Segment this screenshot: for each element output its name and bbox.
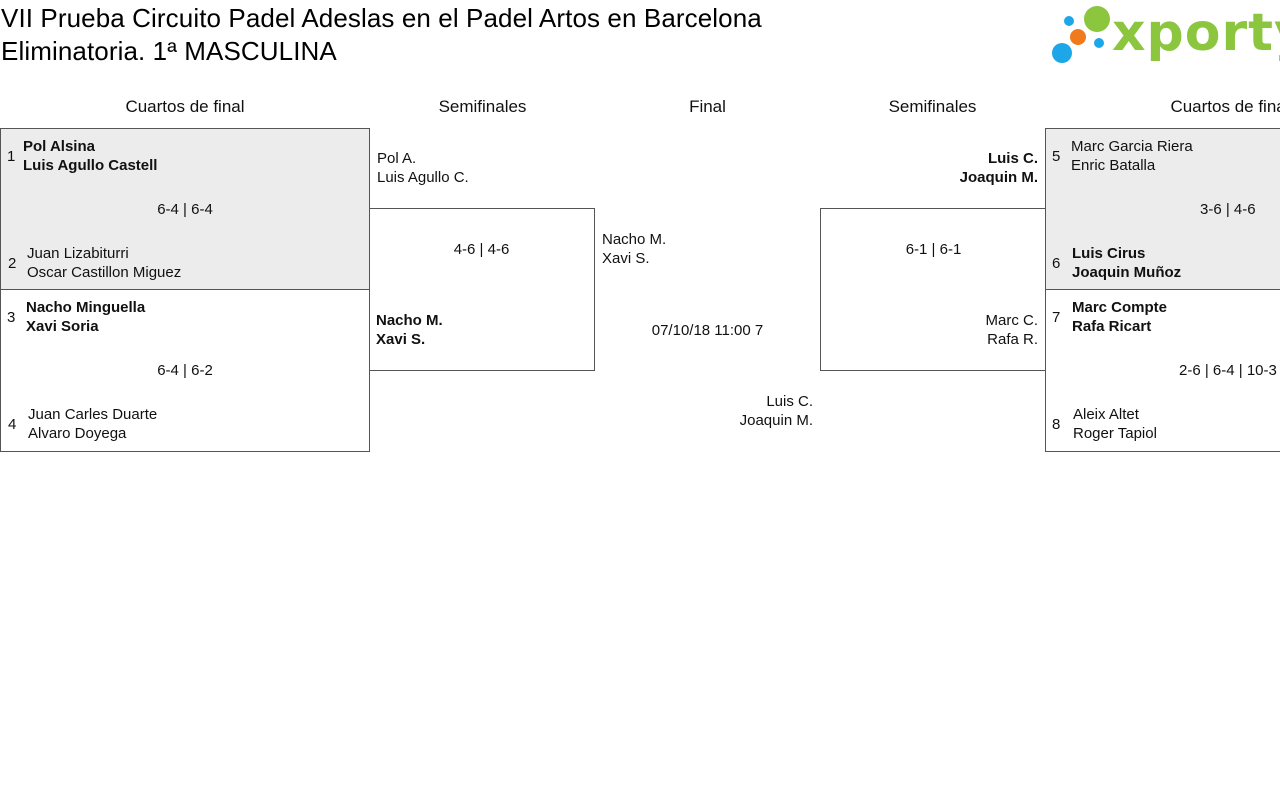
player-name: Alvaro Doyega — [28, 425, 127, 442]
player-name: Nacho M. — [602, 231, 667, 248]
player-name: Luis C. — [766, 393, 813, 410]
heading-right-semis: Semifinales — [888, 97, 977, 116]
team-loser: Marc Garcia Riera Enric Batalla — [1071, 137, 1193, 175]
player-name: Aleix Altet — [1073, 406, 1139, 423]
player-name: Juan Lizabiturri — [27, 245, 129, 262]
player-name: Luis Cirus — [1072, 245, 1146, 262]
match-score: 3-6 | 4-6 — [1200, 201, 1256, 218]
player-name: Pol A. — [377, 150, 417, 167]
seed-number: 7 — [1052, 309, 1061, 326]
player-name: Marc C. — [985, 312, 1039, 329]
seed-number: 1 — [7, 148, 16, 165]
final-right-team: Luis C. Joaquin M. — [620, 392, 813, 430]
heading-left-semis: Semifinales — [438, 97, 527, 116]
logo-wordmark: xporty — [1112, 3, 1280, 63]
right-semi-match[interactable]: 6-1 | 6-1 Marc C. Rafa R. — [820, 208, 1046, 371]
logo-dot-orange — [1070, 29, 1086, 45]
match-score: 6-4 | 6-2 — [157, 362, 213, 379]
team-loser: Juan Carles Duarte Alvaro Doyega — [28, 405, 157, 443]
player-name: Luis C. — [987, 150, 1038, 167]
page-subtitle: Eliminatoria. 1ª MASCULINA — [1, 36, 337, 66]
seed-number: 3 — [7, 309, 16, 326]
seed-number: 8 — [1052, 416, 1061, 433]
left-quarter-match-2[interactable]: 3 Nacho Minguella Xavi Soria 6-4 | 6-2 4… — [0, 289, 370, 452]
final-left-team: Nacho M. Xavi S. — [602, 230, 666, 268]
player-name: Luis Agullo Castell — [23, 157, 158, 174]
seed-number: 5 — [1052, 148, 1061, 165]
player-name: Nacho Minguella — [26, 299, 146, 316]
player-name: Enric Batalla — [1071, 157, 1156, 174]
logo-dot-blue — [1052, 43, 1072, 63]
seed-number: 2 — [8, 255, 17, 272]
team-winner: Nacho M. Xavi S. — [376, 311, 443, 349]
player-name: Joaquin Muñoz — [1072, 264, 1182, 281]
player-name: Xavi Soria — [26, 318, 99, 335]
match-score: 6-1 | 6-1 — [905, 241, 962, 258]
left-quarter-match-1[interactable]: 1 Pol Alsina Luis Agullo Castell 6-4 | 6… — [0, 128, 370, 290]
team-loser: Juan Lizabiturri Oscar Castillon Miguez — [27, 244, 181, 282]
player-name: Marc Garcia Riera — [1071, 138, 1193, 155]
player-name: Rafa Ricart — [1072, 318, 1152, 335]
team-loser: Aleix Altet Roger Tapiol — [1073, 405, 1157, 443]
match-score: 2-6 | 6-4 | 10-3 — [1179, 362, 1277, 379]
page-title: VII Prueba Circuito Padel Adeslas en el … — [1, 3, 762, 33]
xporty-logo[interactable]: xporty — [1050, 3, 1280, 66]
player-name: Pol Alsina — [23, 138, 95, 155]
heading-left-quarters: Cuartos de final — [125, 97, 245, 116]
heading-final: Final — [689, 97, 726, 116]
right-quarter-match-1[interactable]: 5 Marc Garcia Riera Enric Batalla 3-6 | … — [1045, 128, 1280, 290]
final-schedule: 07/10/18 11:00 7 — [651, 322, 764, 339]
team-winner: Marc Compte Rafa Ricart — [1072, 298, 1167, 336]
player-name: Luis Agullo C. — [377, 169, 469, 186]
match-score: 4-6 | 4-6 — [453, 241, 510, 258]
player-name: Joaquin M. — [959, 169, 1038, 186]
team-winner: Nacho Minguella Xavi Soria — [26, 298, 145, 336]
logo-dot-blue-small — [1064, 16, 1074, 26]
logo-dot-blue-mini — [1094, 38, 1104, 48]
team-loser: Marc C. Rafa R. — [821, 311, 1039, 349]
player-name: Nacho M. — [376, 312, 443, 329]
right-semi-top-team: Luis C. Joaquin M. — [820, 149, 1038, 187]
player-name: Xavi S. — [376, 331, 426, 348]
right-quarter-match-2[interactable]: 7 Marc Compte Rafa Ricart 2-6 | 6-4 | 10… — [1045, 289, 1280, 452]
player-name: Xavi S. — [602, 250, 650, 267]
left-semi-top-team: Pol A. Luis Agullo C. — [377, 149, 469, 187]
seed-number: 6 — [1052, 255, 1061, 272]
player-name: Joaquin M. — [739, 412, 813, 429]
left-semi-match[interactable]: 4-6 | 4-6 Nacho M. Xavi S. — [369, 208, 595, 371]
logo-dot-green — [1084, 6, 1110, 32]
player-name: Rafa R. — [987, 331, 1038, 348]
team-winner: Pol Alsina Luis Agullo Castell — [23, 137, 157, 175]
player-name: Marc Compte — [1072, 299, 1168, 316]
match-score: 6-4 | 6-4 — [157, 201, 213, 218]
player-name: Roger Tapiol — [1073, 425, 1157, 442]
heading-right-quarters: Cuartos de final — [1170, 97, 1280, 116]
player-name: Juan Carles Duarte — [28, 406, 158, 423]
seed-number: 4 — [8, 416, 17, 433]
player-name: Oscar Castillon Miguez — [27, 264, 182, 281]
team-winner: Luis Cirus Joaquin Muñoz — [1072, 244, 1181, 282]
